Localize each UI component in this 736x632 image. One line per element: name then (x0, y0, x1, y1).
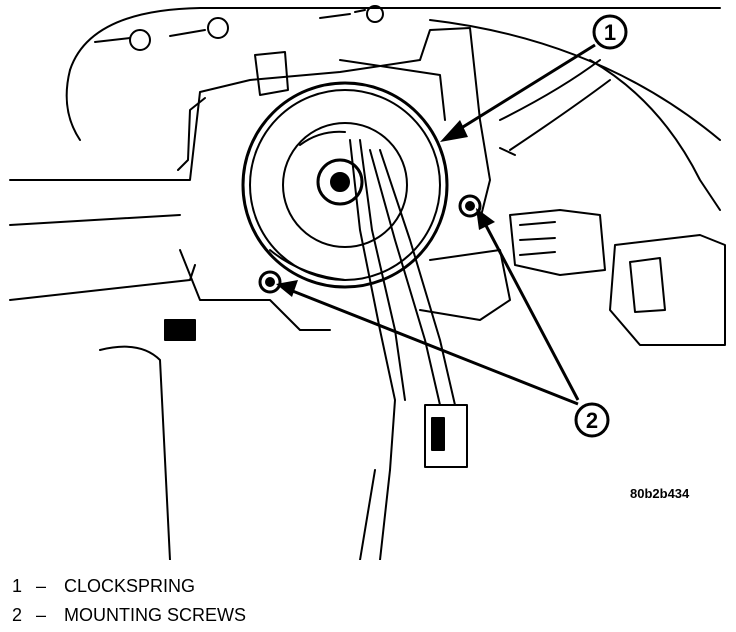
legend-separator: – (36, 605, 47, 625)
callout-1-number: 1 (604, 20, 616, 45)
clockspring-illustration: 1 2 (9, 5, 726, 560)
figure-id-code: 80b2b434 (630, 486, 690, 501)
callout-1-marker: 1 (440, 14, 628, 142)
steering-column (9, 27, 511, 560)
legend-item-number: 1 (12, 576, 23, 596)
dash-gauge-needles (94, 5, 384, 51)
steering-wheel-outline (65, 7, 721, 211)
legend: 1–CLOCKSPRING 2–MOUNTING SCREWS (12, 572, 246, 630)
wiring-harness (349, 139, 456, 560)
mounting-screw-lower (258, 270, 282, 294)
legend-item-label: CLOCKSPRING (64, 576, 196, 596)
legend-item: 2–MOUNTING SCREWS (12, 601, 246, 630)
mounting-screw-upper (458, 194, 482, 218)
clockspring-body (241, 81, 449, 289)
legend-separator: – (36, 576, 47, 596)
multifunction-switch (509, 209, 726, 346)
legend-item: 1–CLOCKSPRING (12, 572, 246, 601)
callout-2-marker: 2 (276, 208, 610, 438)
callout-2-number: 2 (586, 408, 598, 433)
wire-connector (424, 404, 468, 468)
legend-item-label: MOUNTING SCREWS (64, 605, 246, 625)
legend-item-number: 2 (12, 605, 23, 625)
